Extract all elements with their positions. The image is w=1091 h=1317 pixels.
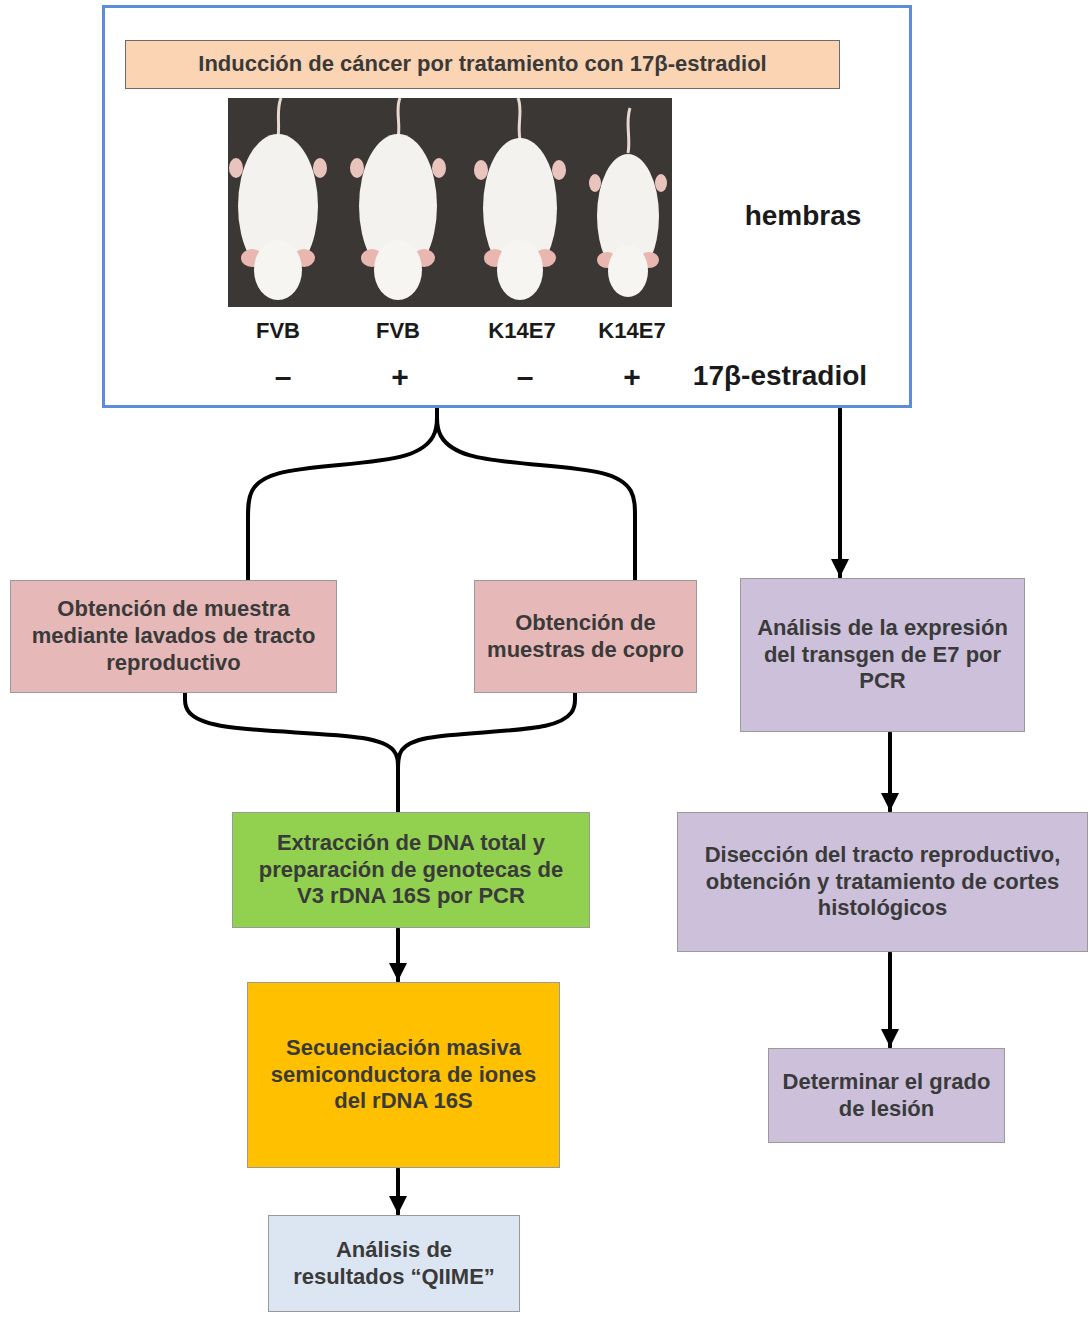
mouse-tail [278, 98, 281, 138]
mouse-head [254, 240, 302, 300]
mouse-foot [655, 174, 667, 192]
box-text: Análisis de resultados “QIIME” [269, 1231, 519, 1297]
brace-line [398, 693, 575, 812]
box-text: Análisis de la expresión del transgen de… [741, 609, 1024, 701]
process-box: Obtención de muestras de copro [474, 580, 697, 693]
strain-label: FVB [376, 318, 420, 344]
box-text: Determinar el grado de lesión [769, 1063, 1004, 1129]
box-text: Obtención de muestras de copro [475, 604, 696, 670]
treatment-sign: + [623, 360, 641, 394]
process-box: Determinar el grado de lesión [768, 1048, 1005, 1143]
mouse [350, 98, 446, 300]
flow-arrow [888, 733, 892, 811]
treatment-sign: – [275, 360, 292, 394]
brace-line [248, 408, 437, 580]
treatment-label: 17β-estradiol [693, 360, 867, 392]
mouse-foot [313, 158, 327, 178]
photo-ground [228, 98, 672, 307]
mouse [589, 108, 667, 297]
brace-line [437, 408, 635, 580]
mouse-foot [432, 158, 446, 178]
process-box: Análisis de resultados “QIIME” [268, 1215, 520, 1312]
mouse-foot [350, 158, 364, 178]
mouse-head [608, 245, 648, 297]
box-text: Inducción de cáncer por tratamiento con … [188, 45, 776, 84]
treatment-sign: + [391, 360, 409, 394]
mouse [229, 98, 327, 300]
process-box: Extracción de DNA total y preparación de… [232, 812, 590, 928]
process-box: Análisis de la expresión del transgen de… [740, 578, 1025, 732]
box-text: Obtención de muestra mediante lavados de… [11, 590, 336, 682]
process-box: Obtención de muestra mediante lavados de… [10, 580, 337, 693]
brace-line [185, 693, 398, 812]
outer-panel: hembras Inducción de cáncer por tratamien… [102, 5, 912, 408]
title-box: Inducción de cáncer por tratamiento con … [125, 40, 840, 89]
flow-arrow [396, 929, 400, 981]
mouse-tail [628, 108, 630, 153]
mouse-tail [398, 98, 400, 138]
mouse-foot [552, 160, 566, 180]
treatment-sign: – [517, 360, 534, 394]
mouse-foot [229, 158, 243, 178]
box-text: Secuenciación masiva semiconductora de i… [248, 1029, 559, 1121]
flow-arrow [888, 953, 892, 1047]
flow-arrow [396, 1169, 400, 1214]
strain-label: K14E7 [488, 318, 555, 344]
mice-photo [228, 98, 672, 307]
process-box: Secuenciación masiva semiconductora de i… [247, 982, 560, 1168]
mouse-head [497, 240, 543, 300]
panel-label: hembras [735, 193, 872, 239]
mouse-tail [518, 98, 520, 140]
box-text: Extracción de DNA total y preparación de… [233, 824, 589, 916]
strain-label: K14E7 [598, 318, 665, 344]
box-text: Disección del tracto reproductivo, obten… [678, 836, 1087, 928]
mouse-head [374, 240, 422, 300]
mouse [474, 98, 566, 300]
process-box: Disección del tracto reproductivo, obten… [677, 812, 1088, 952]
strain-label: FVB [256, 318, 300, 344]
flow-arrow [838, 409, 842, 577]
mouse-foot [474, 160, 488, 180]
mouse-foot [589, 174, 601, 192]
